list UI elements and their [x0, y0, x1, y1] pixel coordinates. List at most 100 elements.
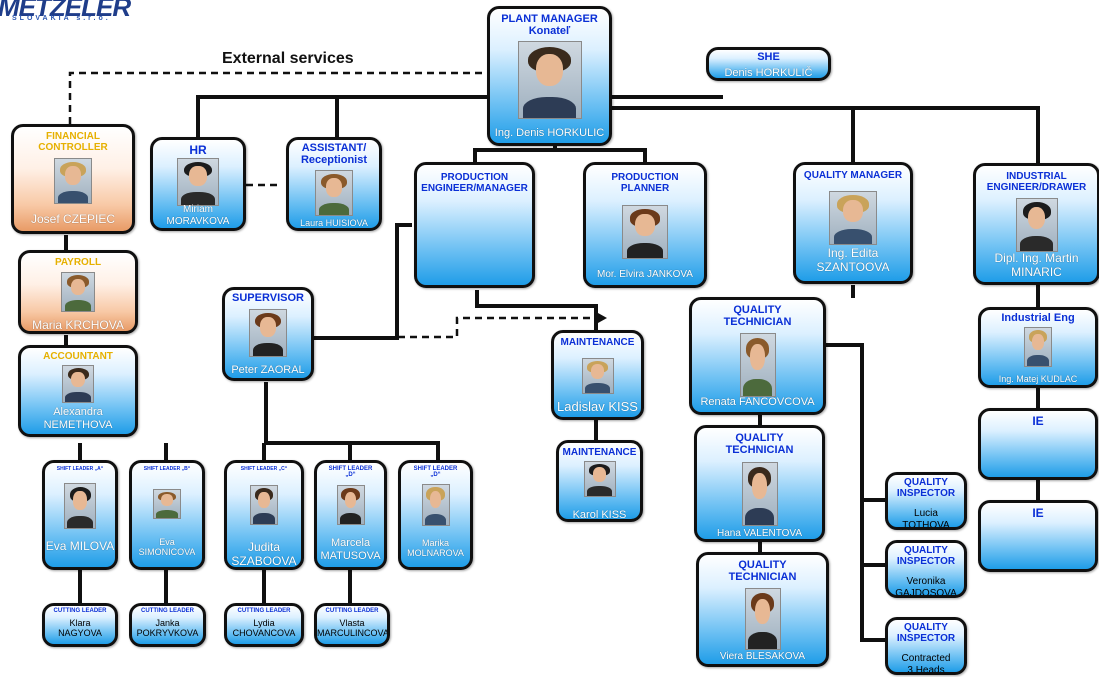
- person-photo: [61, 272, 95, 312]
- org-node-sl-a: SHIFT LEADER „A“ Eva MILOVA: [42, 460, 118, 570]
- person-photo: [249, 309, 287, 357]
- node-title: CUTTING LEADER: [53, 608, 107, 614]
- person-photo: [517, 41, 582, 119]
- org-node-supervisor: SUPERVISOR Peter ZAORAL: [222, 287, 314, 381]
- person-photo: [1024, 327, 1052, 367]
- node-title: CUTTING LEADER: [237, 608, 291, 614]
- node-title: SHIFT LEADER„D“: [328, 466, 373, 479]
- node-title: SHIFT LEADER„D“: [413, 466, 458, 479]
- person-name: Ing. Denis HORKULIC: [494, 127, 605, 139]
- person-name: Ladislav KISS: [557, 399, 638, 414]
- person-photo: [622, 205, 668, 259]
- person-photo: [421, 484, 450, 526]
- person-name: Maria KRCHOVA: [32, 318, 124, 332]
- node-title: SHIFT LEADER „A“: [56, 466, 104, 472]
- node-title: Industrial Eng: [1001, 312, 1075, 324]
- node-title: SHE: [757, 51, 780, 63]
- person-name: Peter ZAORAL: [231, 364, 305, 376]
- node-title: IE: [1032, 414, 1044, 428]
- person-photo: [64, 483, 96, 529]
- person-photo: [739, 333, 776, 397]
- person-name: Renata FANCOVCOVA: [700, 396, 815, 408]
- node-title: IE: [1032, 506, 1044, 520]
- person-name: Hana VALENTOVA: [716, 528, 803, 539]
- logo-subtitle: SLOVAKIA s.r.o.: [12, 15, 111, 22]
- person-photo: [741, 462, 778, 526]
- person-name: Ing. Matej KUDLAC: [998, 374, 1078, 384]
- person-photo: [1015, 198, 1058, 252]
- node-title: MAINTENANCE: [562, 447, 637, 458]
- node-title: ACCOUNTANT: [43, 351, 113, 362]
- person-photo: [177, 158, 219, 206]
- person-photo: [54, 158, 92, 204]
- node-title: MAINTENANCE: [560, 337, 635, 348]
- person-name: Denis HORKULIČ: [724, 67, 813, 79]
- org-node-she: SHE Denis HORKULIČ: [706, 47, 831, 81]
- person-photo: [153, 489, 181, 519]
- person-photo: [62, 365, 94, 403]
- person-name: Karol KISS: [572, 509, 627, 521]
- person-photo: [250, 485, 278, 525]
- person-photo: [744, 588, 781, 650]
- external-services-label: External services: [222, 50, 354, 67]
- org-node-payroll: PAYROLL Maria KRCHOVA: [18, 250, 138, 334]
- node-title: HR: [189, 143, 207, 157]
- person-photo: [315, 170, 353, 216]
- person-name: Laura HUISIOVA: [300, 218, 368, 228]
- node-title: PAYROLL: [54, 257, 102, 268]
- org-node-maintenance2: MAINTENANCE Karol KISS: [556, 440, 643, 522]
- node-title: SHIFT LEADER „B“: [143, 466, 191, 472]
- org-node-ie1: IE: [978, 408, 1098, 480]
- node-title: ASSISTANT/Receptionist: [300, 142, 367, 166]
- org-node-ie2: IE: [978, 500, 1098, 572]
- node-title: SUPERVISOR: [232, 292, 304, 304]
- node-title: SHIFT LEADER „C“: [240, 466, 288, 472]
- node-title: CUTTING LEADER: [325, 608, 379, 614]
- person-photo: [336, 485, 365, 525]
- company-logo: METZELER SLOVAKIA s.r.o.: [0, 0, 150, 30]
- node-title: QUALITY MANAGER: [803, 170, 903, 181]
- person-name: Eva MILOVA: [45, 539, 115, 553]
